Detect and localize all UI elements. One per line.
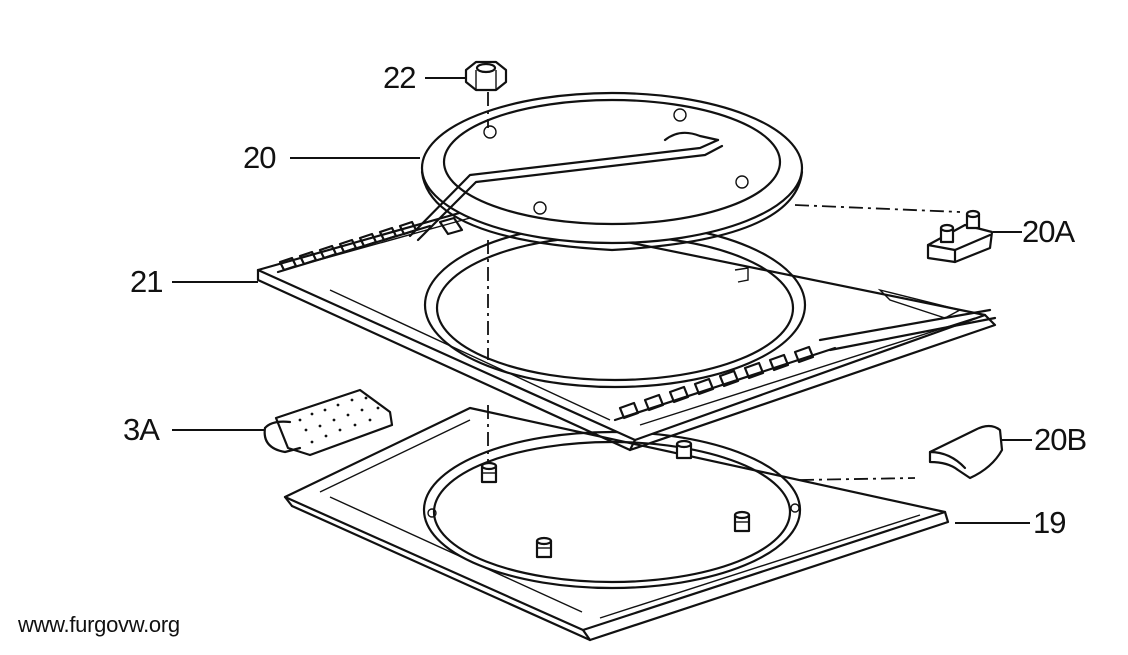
label-19: 19 [1033, 505, 1066, 540]
bumper-front-left [535, 536, 553, 559]
bumper-back [675, 439, 693, 460]
axis-line-20a [794, 204, 961, 213]
label-21: 21 [130, 264, 163, 299]
turntable-disc-20 [408, 91, 804, 252]
bracket-20a [926, 209, 994, 264]
bumper-right [733, 510, 751, 533]
frame-clips-front [613, 345, 837, 422]
rubber-bumpers [480, 439, 751, 559]
label-20: 20 [243, 140, 276, 175]
watermark-text: www.furgovw.org [18, 612, 180, 637]
leader-lines [172, 77, 1032, 524]
pad-3a [263, 388, 394, 457]
label-20b: 20B [1034, 422, 1087, 457]
axis-line-20b [799, 477, 916, 481]
stop-20b [928, 424, 1004, 480]
label-3a: 3A [123, 412, 160, 447]
nut-22 [464, 60, 508, 92]
label-20a: 20A [1022, 214, 1075, 249]
label-22: 22 [383, 60, 416, 95]
bumper-left [480, 461, 498, 484]
